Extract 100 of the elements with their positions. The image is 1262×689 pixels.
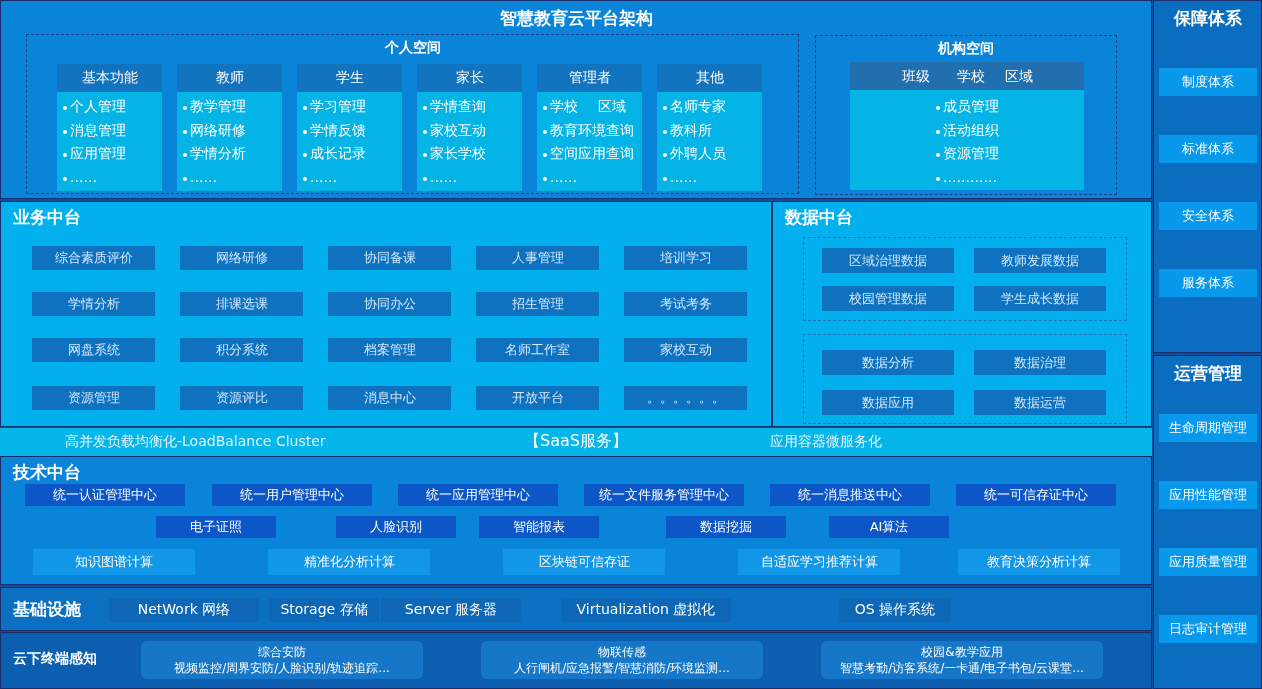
header-text: 学校 — [957, 68, 985, 86]
function-box: 人事管理 — [476, 246, 599, 270]
list-item: 学情查询 — [430, 98, 486, 116]
function-box: 精准化分析计算 — [268, 549, 430, 575]
card — [657, 64, 762, 191]
list-item: 教育环境查询 — [550, 121, 634, 140]
list-item: 学情分析 — [190, 145, 246, 163]
function-box: 教师发展数据 — [974, 248, 1106, 273]
function-box: 协同办公 — [328, 292, 451, 316]
service-band — [0, 428, 1152, 456]
list-item: …… — [70, 168, 97, 185]
panel-title: 基础设施 — [13, 598, 81, 621]
list-item: 成长记录 — [310, 145, 366, 163]
list-item: 活动组织 — [943, 121, 999, 140]
list-item: 学校 区域 — [550, 98, 627, 116]
panel — [772, 201, 1152, 427]
card-text: 视频监控/周界安防/人脸识别/轨迹追踪... — [173, 660, 391, 677]
card-text: 智慧考勤/访客系统/一卡通/电子书包/云课堂... — [839, 660, 1085, 677]
function-box: 日志审计管理 — [1159, 615, 1257, 643]
function-box: 综合素质评价 — [32, 246, 155, 270]
function-box: 电子证照 — [156, 516, 276, 538]
function-box: 数据运营 — [974, 390, 1106, 415]
function-box: 统一文件服务管理中心 — [584, 484, 744, 506]
panel-title: 云下终端感知 — [13, 649, 97, 668]
function-box: 统一可信存证中心 — [956, 484, 1116, 506]
function-box: Storage 存储 — [269, 598, 379, 622]
function-box: 知识图谱计算 — [33, 549, 195, 575]
list-item: 网络研修 — [190, 121, 246, 140]
function-box: 学生成长数据 — [974, 286, 1106, 311]
card — [297, 64, 402, 191]
header-text: 区域 — [1005, 68, 1033, 86]
function-box: 档案管理 — [328, 338, 451, 362]
function-box: 应用质量管理 — [1159, 548, 1257, 576]
band-text: 【SaaS服务】 — [523, 431, 629, 452]
function-box: 考试考务 — [624, 292, 747, 316]
list-item: 外聘人员 — [670, 145, 726, 163]
band — [0, 587, 1152, 631]
list-item: 消息管理 — [70, 121, 126, 140]
function-box: 智能报表 — [479, 516, 599, 538]
list-item: 资源管理 — [943, 145, 999, 163]
panel-title: 数据中台 — [785, 206, 853, 229]
panel-title: 技术中台 — [13, 461, 81, 484]
function-box: 数据挖掘 — [666, 516, 786, 538]
function-box: 。。。。。。 — [624, 386, 747, 410]
panel-title: 智慧教育云平台架构 — [498, 7, 654, 30]
function-box: 资源评比 — [180, 386, 303, 410]
list-item: 教科所 — [670, 121, 712, 140]
panel — [0, 456, 1152, 585]
list-item: …… — [310, 168, 337, 185]
list-item: 学情反馈 — [310, 121, 366, 140]
function-box: 招生管理 — [476, 292, 599, 316]
list-item: 个人管理 — [70, 98, 126, 116]
list-item: 家长学校 — [430, 145, 486, 163]
dashed-group — [26, 34, 799, 194]
band — [0, 632, 1152, 689]
function-box: 培训学习 — [624, 246, 747, 270]
card-title: 物联传感 — [597, 644, 647, 661]
list-item: …… — [550, 168, 577, 185]
function-box: 数据应用 — [822, 390, 954, 415]
function-box: 家校互动 — [624, 338, 747, 362]
function-box: 积分系统 — [180, 338, 303, 362]
function-box: 制度体系 — [1159, 68, 1257, 96]
function-box: 校园管理数据 — [822, 286, 954, 311]
card-title: 校园&教学应用 — [920, 644, 1004, 661]
card-header: 教师 — [177, 64, 282, 92]
panel — [0, 201, 772, 427]
function-box: 名师工作室 — [476, 338, 599, 362]
band-text: 应用容器微服务化 — [770, 433, 882, 451]
dashed-group — [803, 237, 1127, 321]
card-header: 家长 — [417, 64, 522, 92]
dashed-group — [815, 35, 1117, 195]
list-item: 学习管理 — [310, 98, 366, 116]
panel-title: 运营管理 — [1172, 362, 1243, 385]
card-text: 人行闸机/应急报警/智慧消防/环境监测... — [513, 660, 731, 677]
card-title: 综合安防 — [257, 644, 307, 661]
function-box: AI算法 — [829, 516, 949, 538]
function-box: Virtualization 虚拟化 — [561, 598, 731, 622]
card — [57, 64, 162, 191]
list-item: …… — [430, 168, 457, 185]
card — [177, 64, 282, 191]
terminal-card — [481, 641, 763, 679]
function-box: 统一用户管理中心 — [212, 484, 372, 506]
function-box: 统一认证管理中心 — [25, 484, 185, 506]
function-box: 服务体系 — [1159, 269, 1257, 297]
card-header: 学生 — [297, 64, 402, 92]
function-box: 网盘系统 — [32, 338, 155, 362]
band-text: 高并发负载均衡化-LoadBalance Cluster — [65, 433, 326, 451]
function-box: 人脸识别 — [336, 516, 456, 538]
panel — [0, 0, 1152, 199]
list-item: …… — [190, 168, 217, 185]
list-item: 应用管理 — [70, 145, 126, 163]
card-header: 基本功能 — [57, 64, 162, 92]
panel — [1153, 355, 1262, 689]
function-box: 统一消息推送中心 — [770, 484, 930, 506]
list-item: 家校互动 — [430, 121, 486, 140]
list-item: ………… — [943, 168, 997, 185]
terminal-card — [821, 641, 1103, 679]
group-title: 个人空间 — [383, 39, 442, 57]
header-text: 班级 — [902, 68, 930, 86]
panel — [1153, 0, 1262, 353]
